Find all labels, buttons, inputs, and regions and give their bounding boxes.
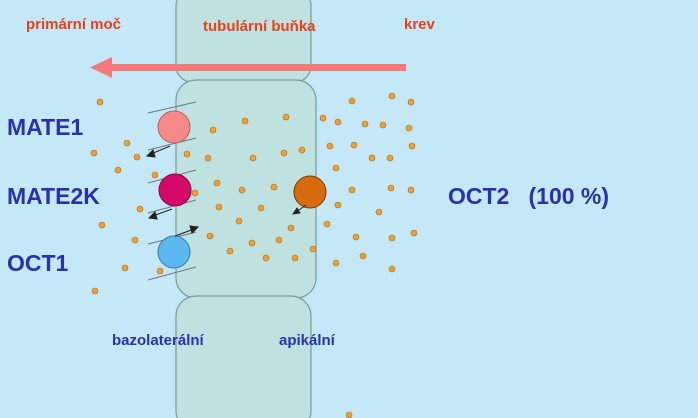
molecule-dots: [90, 92, 418, 418]
oct1-transporter: [157, 235, 191, 269]
primary-urine-label: primární moč: [26, 16, 122, 33]
mate1-label: MATE1: [7, 114, 84, 140]
basolateral-label: bazolaterální: [112, 332, 204, 349]
blood-label: krev: [404, 16, 435, 33]
tubular-cell-label: tubulární buňka: [203, 18, 316, 35]
mate1-transporter: [157, 110, 191, 144]
oct2-transporter: [293, 175, 327, 209]
apical-label: apikální: [279, 332, 335, 349]
mate2k-transporter: [158, 173, 192, 207]
cell-segment-bottom: [175, 295, 312, 418]
transport-arrows: [145, 145, 307, 237]
left-arrow-icon: [90, 57, 406, 78]
mate2k-label: MATE2K: [7, 183, 100, 209]
membrane-lines: [147, 101, 197, 281]
oct1-label: OCT1: [7, 250, 69, 276]
oct2-label: OCT2 (100 %): [448, 183, 610, 209]
